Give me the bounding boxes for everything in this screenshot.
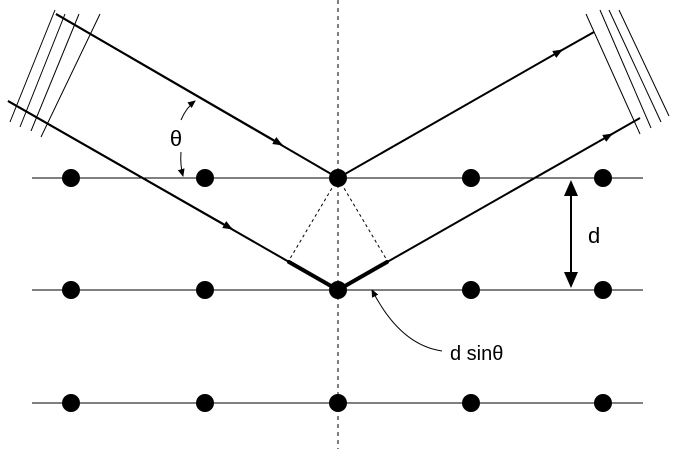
path-difference-construction (287, 177, 389, 263)
reflected-ray-lower-tail (604, 117, 641, 139)
atom (329, 394, 347, 412)
incident-rays (7, 13, 339, 291)
reflected-wavefront (585, 9, 670, 135)
incident-ray-upper-arrow (55, 13, 283, 146)
incident-ray-lower-arrow (7, 100, 233, 230)
incident-wavefront (9, 9, 101, 138)
path-difference-pointer (371, 289, 443, 352)
atom (462, 394, 480, 412)
theta-label: θ (170, 126, 182, 151)
spacing-arrow (564, 180, 578, 288)
atom (594, 394, 612, 412)
atoms (62, 169, 612, 412)
atom (594, 281, 612, 299)
atom (62, 281, 80, 299)
atom (196, 169, 214, 187)
reflected-rays (337, 31, 641, 291)
atom (62, 169, 80, 187)
path-difference-segments (287, 260, 389, 292)
atom (62, 394, 80, 412)
atom (196, 394, 214, 412)
atom (462, 169, 480, 187)
atom (196, 281, 214, 299)
reflected-ray-upper-tail (554, 31, 595, 55)
path-difference-label: d sinθ (450, 343, 503, 365)
atom (594, 169, 612, 187)
spacing-label: d (588, 223, 600, 248)
theta-angle-indicator (177, 100, 196, 177)
reflected-ray-upper (337, 49, 563, 179)
atom (462, 281, 480, 299)
